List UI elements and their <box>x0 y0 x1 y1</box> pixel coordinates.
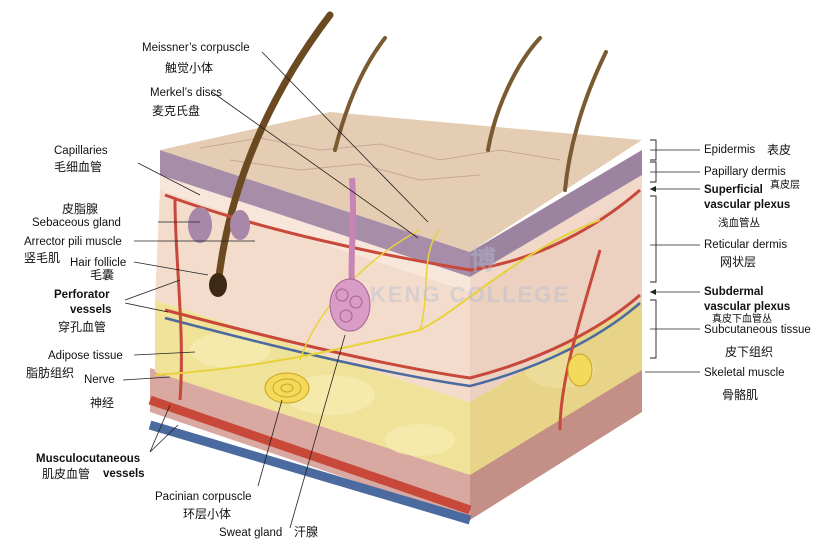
label-hair-follicle-zh: 毛囊 <box>90 268 115 282</box>
label-perforator-en-1: Perforator <box>54 289 110 301</box>
label-meissner-zh: 触觉小体 <box>165 61 214 75</box>
layer-brackets <box>650 139 657 359</box>
label-nerve-en: Nerve <box>84 374 115 386</box>
label-musculo-en-1: Musculocutaneous <box>36 453 141 465</box>
label-sebaceous-en: Sebaceous gland <box>32 217 121 229</box>
watermark-glyph: 博 <box>470 245 499 275</box>
label-pacinian-en: Pacinian corpuscle <box>155 491 252 503</box>
label-perforator-en-2: vessels <box>70 304 112 316</box>
label-perforator-zh: 穿孔血管 <box>58 320 107 334</box>
label-adipose-zh: 脂肪组织 <box>26 366 75 380</box>
label-subcutaneous-en: Subcutaneous tissue <box>704 324 811 336</box>
label-papillary-en: Papillary dermis <box>704 166 786 178</box>
label-musculo-zh: 肌皮血管 <box>42 467 91 481</box>
label-meissner-en: Meissner’s corpuscle <box>142 42 250 54</box>
subcutaneous-fat-layer <box>155 300 642 475</box>
label-reticular-zh: 网状层 <box>720 255 757 269</box>
label-reticular-en: Reticular dermis <box>704 239 788 251</box>
label-epidermis-en: Epidermis <box>704 144 756 156</box>
label-skeletal-zh: 骨骼肌 <box>722 388 759 402</box>
label-subcutaneous-zh: 皮下组织 <box>725 345 774 359</box>
arrowheads <box>650 186 656 295</box>
label-adipose-en: Adipose tissue <box>48 350 123 362</box>
label-capillaries-en: Capillaries <box>54 145 108 157</box>
label-hair-follicle-en: Hair follicle <box>70 257 127 269</box>
blood-vessels <box>148 188 641 525</box>
label-capillaries-zh: 毛细血管 <box>54 160 103 174</box>
label-sebaceous-zh: 皮脂腺 <box>62 202 99 216</box>
label-arrector-zh: 竖毛肌 <box>24 251 61 265</box>
watermark-text: KENG COLLEGE <box>370 282 571 307</box>
hair-shafts <box>209 11 608 297</box>
label-merkel-en: Merkel’s discs <box>150 87 222 99</box>
pacinian-corpuscle-right <box>567 353 593 387</box>
label-pacinian-zh: 环层小体 <box>183 507 232 521</box>
label-subdermal-en-1: Subdermal <box>704 286 764 298</box>
label-merkel-zh: 麦克氏盘 <box>152 104 201 118</box>
label-epidermis-zh: 表皮 <box>767 143 792 157</box>
label-papillary-zh: 真皮层 <box>770 180 800 191</box>
label-skeletal-en: Skeletal muscle <box>704 367 785 379</box>
label-subdermal-zh: 真皮下血管丛 <box>712 314 772 325</box>
leader-lines <box>122 51 700 529</box>
pacinian-corpuscle <box>264 372 310 404</box>
label-arrector-en: Arrector pili muscle <box>24 236 122 248</box>
label-superficial-en-1: Superficial <box>704 184 763 196</box>
label-subdermal-en-2: vascular plexus <box>704 301 791 313</box>
label-sweat-zh: 汗腺 <box>294 525 319 539</box>
sebaceous-gland <box>188 207 250 243</box>
label-superficial-zh: 浅血管丛 <box>718 217 760 229</box>
label-musculo-en-2: vessels <box>103 468 145 480</box>
label-nerve-zh: 神经 <box>90 396 115 410</box>
label-sweat-en: Sweat gland <box>219 527 283 539</box>
label-superficial-en-2: vascular plexus <box>704 199 791 211</box>
dermis-layer <box>155 175 642 402</box>
